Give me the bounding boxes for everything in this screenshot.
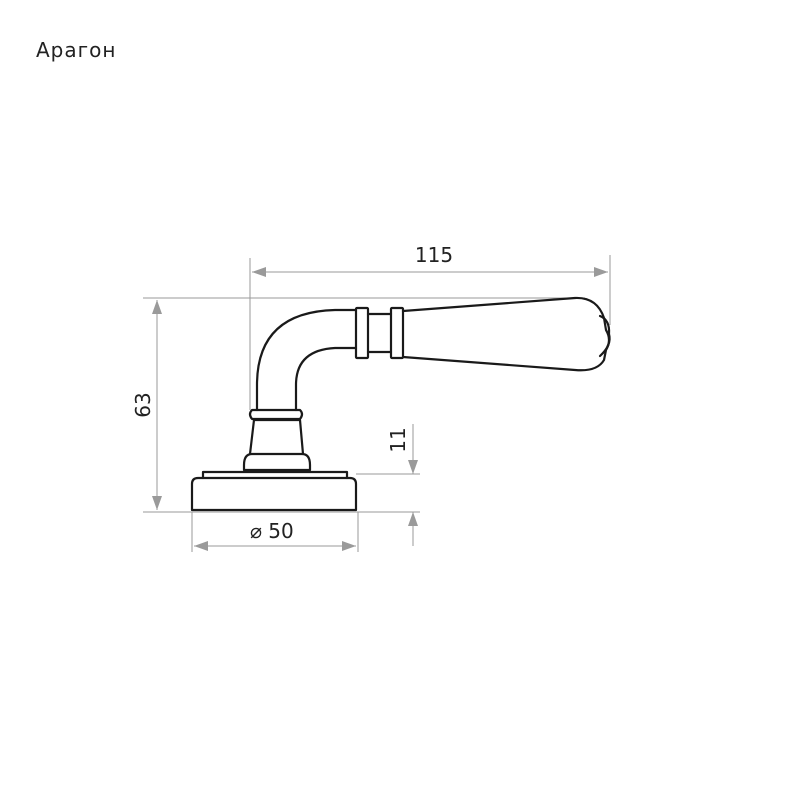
- dimension-rosette-height-label: 11: [386, 427, 410, 452]
- dimension-diameter-label: 50: [268, 519, 293, 543]
- handle-outline: [190, 296, 611, 512]
- product-title: Арагон: [36, 38, 117, 62]
- dimension-height-label: 63: [131, 392, 155, 417]
- dimension-lines: [143, 255, 611, 552]
- dimension-length-label: 115: [415, 243, 453, 267]
- diameter-symbol: ⌀: [250, 519, 262, 543]
